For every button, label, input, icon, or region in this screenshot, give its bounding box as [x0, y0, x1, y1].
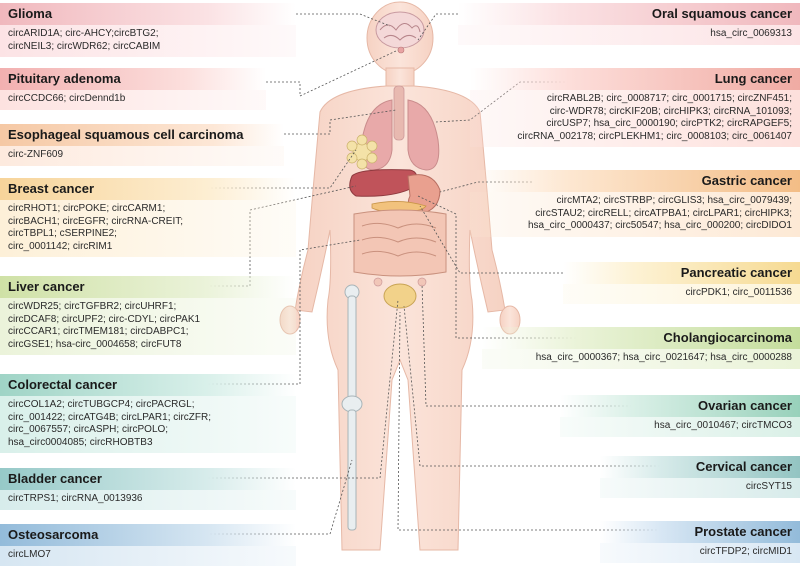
- panel-pituitary: Pituitary adenoma circCCDC66; circDennd1…: [0, 68, 266, 114]
- panel-esophageal-title: Esophageal squamous cell carcinoma: [0, 124, 284, 146]
- panel-pancreatic-title: Pancreatic cancer: [563, 262, 800, 284]
- panel-bladder: Bladder cancer circTRPS1; circRNA_001393…: [0, 468, 296, 512]
- panel-gastric-line: circSTAU2; circRELL; circATPBA1; circLPA…: [535, 207, 792, 219]
- panel-gastric-line: circMTA2; circSTRBP; circGLIS3; hsa_circ…: [556, 195, 792, 206]
- panel-pancreatic: Pancreatic cancer circPDK1; circ_0011536: [563, 262, 800, 306]
- panel-gastric-line: hsa_circ_0000437; circ50547; hsa_circ_00…: [527, 220, 792, 232]
- panel-bladder-title: Bladder cancer: [0, 468, 296, 490]
- panel-pancreatic-line: circPDK1; circ_0011536: [685, 287, 792, 298]
- panel-oral-title: Oral squamous cancer: [458, 3, 800, 25]
- panel-prostate-title: Prostate cancer: [600, 521, 800, 543]
- panel-lung-title: Lung cancer: [470, 68, 800, 90]
- panel-cervical-title: Cervical cancer: [600, 456, 800, 478]
- panel-oral: Oral squamous cancer hsa_circ_0069313: [458, 3, 800, 47]
- panel-glioma-line: circNEIL3; circWDR62; circCABIM: [8, 40, 161, 52]
- panel-osteosarcoma: Osteosarcoma circLMO7: [0, 524, 296, 568]
- panel-esophageal: Esophageal squamous cell carcinoma circ-…: [0, 124, 284, 166]
- panel-lung-line: circ-WDR78; circKIF20B; circHIPK3; circR…: [549, 105, 792, 117]
- panel-cervical-line: circSYT15: [745, 481, 792, 492]
- panel-osteosarcoma-title: Osteosarcoma: [0, 524, 296, 546]
- panel-colorectal: Colorectal cancer circCOL1A2; circTUBGCP…: [0, 374, 296, 458]
- panel-glioma: Glioma circARID1A; circ-AHCY;circBTG2; c…: [0, 3, 296, 58]
- panel-liver-line: circWDR25; circTGFBR2; circUHRF1;: [8, 301, 177, 312]
- panel-lung-line: circRABL2B; circ_0008717; circ_0001715; …: [546, 93, 792, 104]
- panel-colorectal-line: circCOL1A2; circTUBGCP4; circPACRGL;: [8, 399, 195, 410]
- panel-bladder-line: circTRPS1; circRNA_0013936: [8, 493, 143, 504]
- panel-liver: Liver cancer circWDR25; circTGFBR2; circ…: [0, 276, 296, 362]
- panel-pituitary-title: Pituitary adenoma: [0, 68, 266, 90]
- panel-breast-line: circRHOT1; circPOKE; circCARM1;: [8, 203, 166, 214]
- panel-osteosarcoma-line: circLMO7: [8, 549, 51, 560]
- pituitary-gland: [397, 46, 405, 54]
- panel-cholangio-line: hsa_circ_0000367; hsa_circ_0021647; hsa_…: [535, 352, 792, 363]
- panel-colorectal-line: circ_0067557; circASPH; circPOLO;: [8, 424, 169, 436]
- panel-glioma-title: Glioma: [0, 3, 296, 25]
- panel-breast-title: Breast cancer: [0, 178, 296, 200]
- panel-breast-line: circTBPL1; cSERPINE2;: [8, 228, 117, 240]
- panel-prostate-line: circTFDP2; circMID1: [699, 546, 792, 557]
- panel-lung-line: circUSP7; hsa_circ_0000190; circPTK2; ci…: [546, 118, 792, 130]
- panel-gastric-title: Gastric cancer: [470, 170, 800, 192]
- bladder-organ: [383, 283, 417, 309]
- panel-ovarian-line: hsa_circ_0010467; circTMCO3: [654, 420, 792, 431]
- panel-cholangio-title: Cholangiocarcinoma: [482, 327, 800, 349]
- panel-liver-line: circCCAR1; circTMEM181; circDABPC1;: [8, 326, 189, 338]
- panel-prostate: Prostate cancer circTFDP2; circMID1: [600, 521, 800, 567]
- brain: [375, 11, 425, 49]
- lymph-flower: [346, 134, 378, 170]
- ovary-right: [417, 277, 427, 287]
- panel-glioma-line: circARID1A; circ-AHCY;circBTG2;: [8, 28, 159, 39]
- panel-cervical: Cervical cancer circSYT15: [600, 456, 800, 500]
- panel-ovarian-title: Ovarian cancer: [560, 395, 800, 417]
- panel-liver-title: Liver cancer: [0, 276, 296, 298]
- femur-bone: [341, 284, 363, 531]
- panel-cholangio: Cholangiocarcinoma hsa_circ_0000367; hsa…: [482, 327, 800, 371]
- panel-breast-line: circBACH1; circEGFR; circRNA-CREIT;: [8, 215, 184, 227]
- panel-lung-line: circRNA_002178; circPLEKHM1; circ_000810…: [517, 130, 792, 142]
- panel-gastric: Gastric cancer circMTA2; circSTRBP; circ…: [470, 170, 800, 242]
- panel-liver-line: circGSE1; hsa-circ_0004658; circFUT8: [8, 338, 182, 350]
- panel-breast-line: circ_0001142; circRIM1: [8, 240, 113, 252]
- panel-lung: Lung cancer circRABL2B; circ_0008717; ci…: [470, 68, 800, 152]
- panel-liver-line: circDCAF8; circUPF2; circ-CDYL; circPAK1: [8, 313, 201, 325]
- panel-breast: Breast cancer circRHOT1; circPOKE; circC…: [0, 178, 296, 266]
- panel-esophageal-line: circ-ZNF609: [8, 149, 64, 160]
- panel-colorectal-line: hsa_circ0004085; circRHOBTB3: [8, 436, 153, 448]
- panel-ovarian: Ovarian cancer hsa_circ_0010467; circTMC…: [560, 395, 800, 439]
- panel-oral-line: hsa_circ_0069313: [710, 28, 792, 39]
- panel-colorectal-title: Colorectal cancer: [0, 374, 296, 396]
- intestines: [353, 209, 447, 277]
- esophagus: [393, 85, 405, 141]
- panel-colorectal-line: circ_001422; circATG4B; circLPAR1; circZ…: [8, 411, 212, 423]
- panel-pituitary-line: circCCDC66; circDennd1b: [8, 93, 126, 104]
- ovary-left: [373, 277, 383, 287]
